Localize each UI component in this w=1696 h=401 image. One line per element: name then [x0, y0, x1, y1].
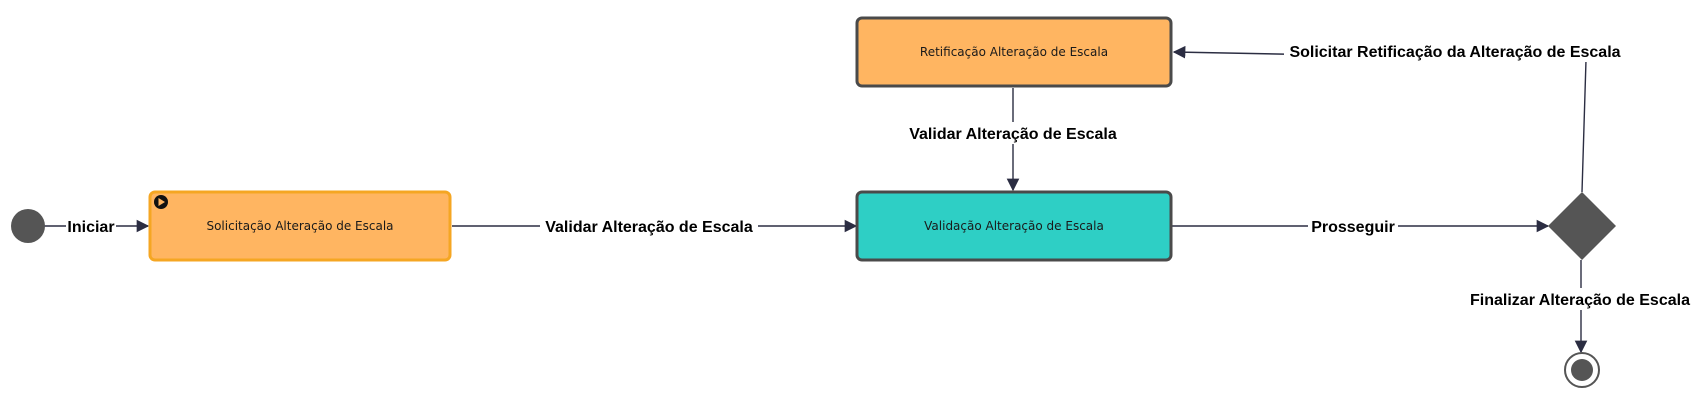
task-label-solicitacao: Solicitação Alteração de Escala	[206, 219, 393, 233]
edge-label-solicitar-retificacao: Solicitar Retificação da Alteração de Es…	[1289, 44, 1620, 61]
edge-label-validar-1: Validar Alteração de Escala	[545, 219, 753, 236]
edge-solicitar-retificacao[interactable]	[1172, 45, 1587, 193]
edge-label-iniciar: Iniciar	[67, 219, 114, 236]
task-label-validacao: Validação Alteração de Escala	[924, 219, 1104, 233]
task-label-retificacao: Retificação Alteração de Escala	[920, 45, 1108, 59]
exclusive-gateway[interactable]	[1548, 192, 1616, 260]
edge-label-prosseguir: Prosseguir	[1311, 219, 1395, 236]
end-event[interactable]	[1564, 352, 1600, 388]
task-validacao[interactable]: Validação Alteração de Escala	[855, 190, 1173, 262]
edge-label-finalizar: Finalizar Alteração de Escala	[1470, 292, 1690, 309]
play-icon-glyph	[158, 198, 165, 206]
edge-label-validar-2: Validar Alteração de Escala	[909, 126, 1117, 143]
task-solicitacao[interactable]: Solicitação Alteração de Escala	[148, 190, 452, 262]
start-event[interactable]	[11, 209, 45, 243]
task-retificacao[interactable]: Retificação Alteração de Escala	[855, 16, 1173, 88]
